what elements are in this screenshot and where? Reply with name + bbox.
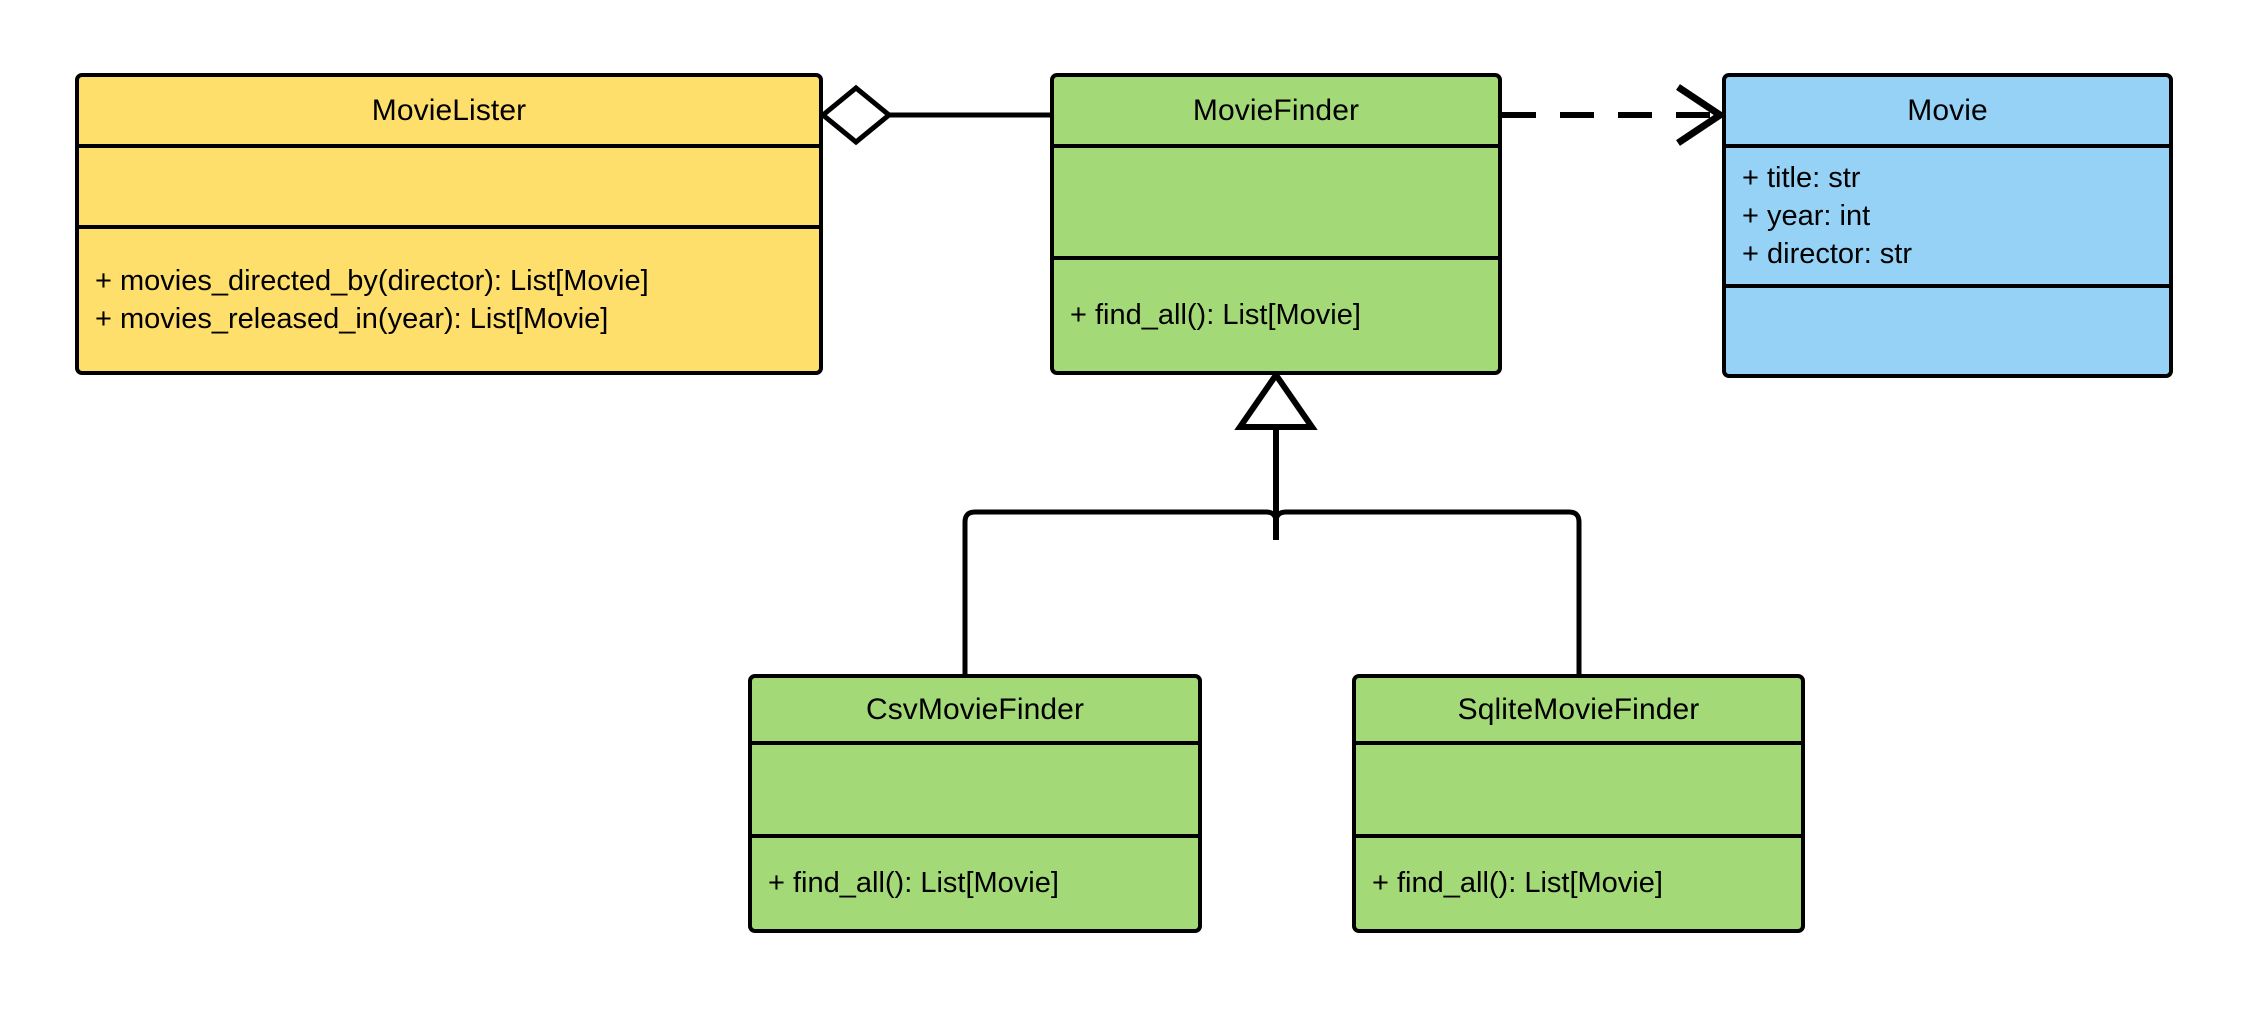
class-attributes-compartment: + title: str + year: int + director: str bbox=[1726, 144, 2169, 284]
method-item: + find_all(): List[Movie] bbox=[768, 867, 1059, 900]
class-name-movie-lister: MovieLister bbox=[371, 94, 527, 127]
class-title-compartment: SqliteMovieFinder bbox=[1356, 678, 1801, 741]
class-methods-compartment: + movies_directed_by(director): List[Mov… bbox=[79, 225, 819, 371]
class-title-compartment: Movie bbox=[1726, 77, 2169, 144]
generalization-branch-csv bbox=[962, 509, 1279, 674]
class-methods-compartment: + find_all(): List[Movie] bbox=[752, 834, 1198, 929]
class-attributes-compartment bbox=[752, 741, 1198, 834]
class-title-compartment: CsvMovieFinder bbox=[752, 678, 1198, 741]
class-methods-compartment: + find_all(): List[Movie] bbox=[1054, 256, 1498, 371]
method-list: + find_all(): List[Movie] bbox=[752, 864, 1198, 902]
method-item: + find_all(): List[Movie] bbox=[1372, 867, 1663, 900]
class-name-movie: Movie bbox=[1907, 94, 1988, 127]
method-item: + movies_directed_by(director): List[Mov… bbox=[95, 264, 649, 297]
generalization-branch-sqlite bbox=[1273, 509, 1582, 674]
method-item: + find_all(): List[Movie] bbox=[1070, 299, 1361, 332]
generalization-edge-group bbox=[962, 369, 1582, 674]
open-arrow-icon bbox=[1676, 84, 1727, 146]
class-title-compartment: MovieFinder bbox=[1054, 77, 1498, 144]
attribute-list: + title: str + year: int + director: str bbox=[1726, 159, 2169, 274]
method-list: + find_all(): List[Movie] bbox=[1054, 296, 1498, 334]
aggregation-edge-lister-to-finder bbox=[819, 84, 1050, 146]
class-box-movie-finder[interactable]: MovieFinder + find_all(): List[Movie] bbox=[1050, 73, 1502, 375]
method-list: + movies_directed_by(director): List[Mov… bbox=[79, 262, 819, 339]
dependency-edge-finder-to-movie bbox=[1502, 84, 1727, 146]
class-box-csv-movie-finder[interactable]: CsvMovieFinder + find_all(): List[Movie] bbox=[748, 674, 1202, 933]
attribute-item: + year: int bbox=[1742, 199, 1871, 232]
class-methods-compartment: + find_all(): List[Movie] bbox=[1356, 834, 1801, 929]
method-item: + movies_released_in(year): List[Movie] bbox=[95, 303, 609, 335]
attribute-item: + director: str bbox=[1742, 238, 1913, 271]
class-title-compartment: MovieLister bbox=[79, 77, 819, 144]
class-box-sqlite-movie-finder[interactable]: SqliteMovieFinder + find_all(): List[Mov… bbox=[1352, 674, 1805, 933]
class-name-csv-movie-finder: CsvMovieFinder bbox=[865, 693, 1085, 726]
class-methods-compartment bbox=[1726, 284, 2169, 374]
method-list: + find_all(): List[Movie] bbox=[1356, 864, 1801, 902]
class-attributes-compartment bbox=[1356, 741, 1801, 834]
class-box-movie-lister[interactable]: MovieLister + movies_directed_by(directo… bbox=[75, 73, 823, 375]
class-attributes-compartment bbox=[1054, 144, 1498, 256]
class-name-movie-finder: MovieFinder bbox=[1192, 94, 1360, 127]
class-name-sqlite-movie-finder: SqliteMovieFinder bbox=[1457, 693, 1700, 726]
class-attributes-compartment bbox=[79, 144, 819, 225]
class-box-movie[interactable]: Movie + title: str + year: int + directo… bbox=[1722, 73, 2173, 378]
hollow-diamond-icon bbox=[819, 84, 893, 146]
hollow-triangle-icon bbox=[1234, 369, 1318, 430]
attribute-item: + title: str bbox=[1742, 161, 1861, 194]
